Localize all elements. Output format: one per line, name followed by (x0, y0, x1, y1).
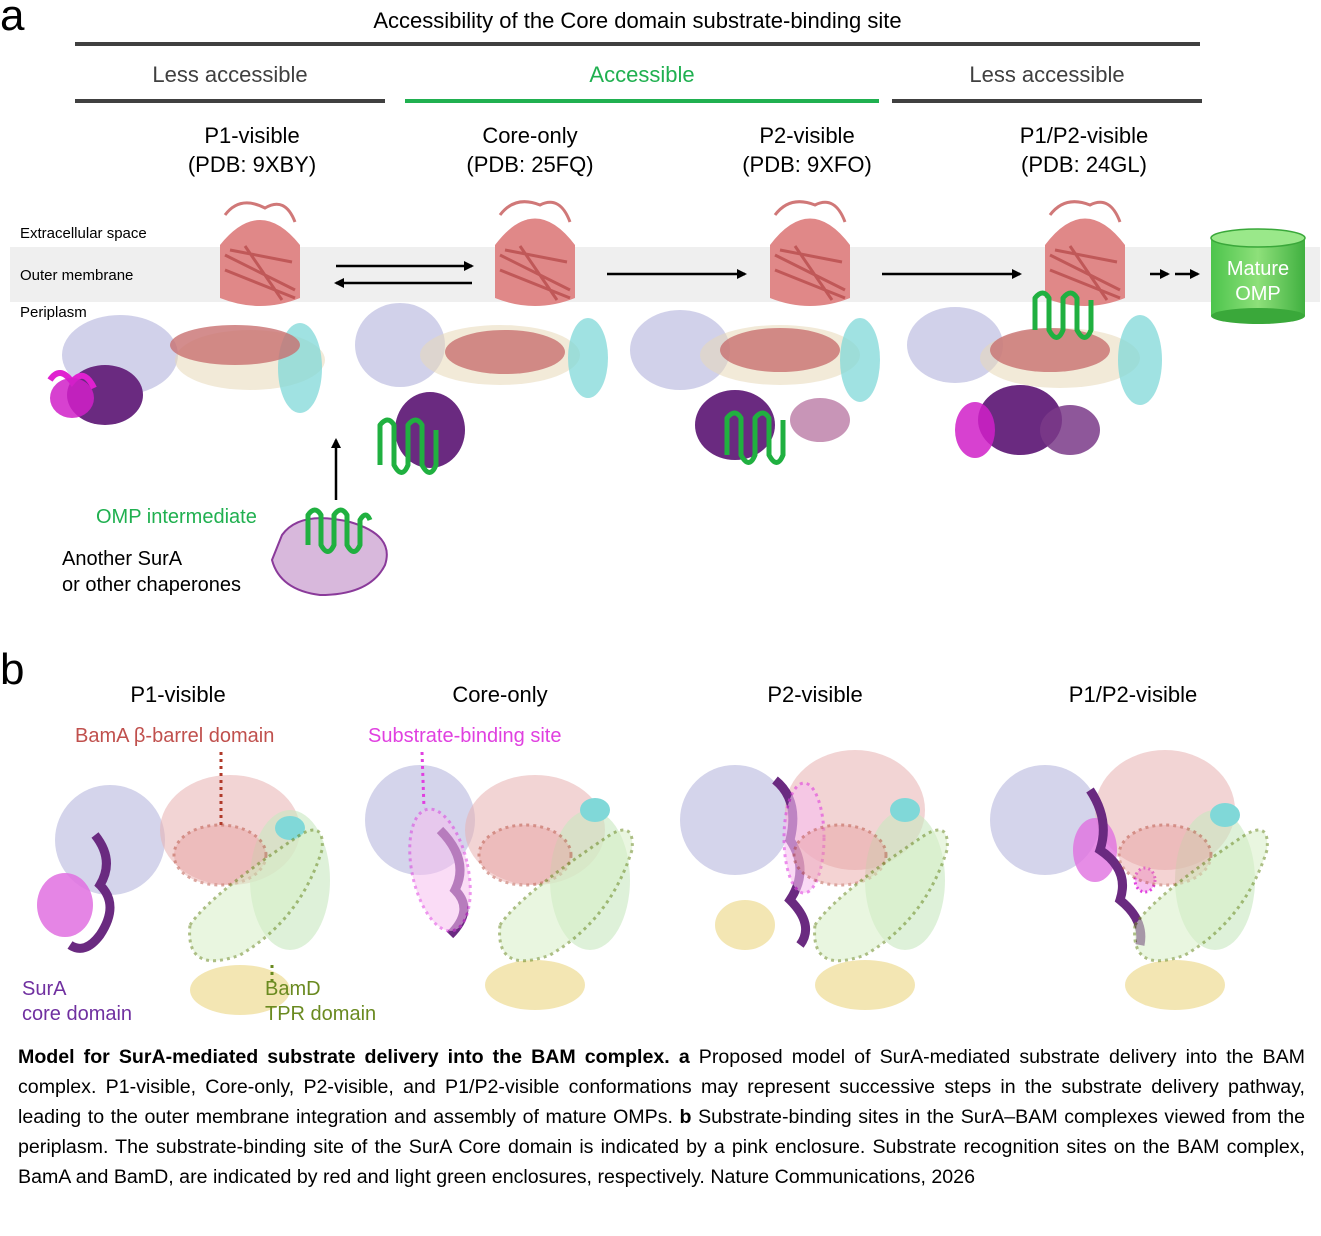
view-p1p2-visible (990, 750, 1269, 1010)
view-p1-visible (37, 752, 330, 1015)
bama-enclosure (477, 823, 573, 887)
bama-label: BamA β-barrel domain (75, 725, 275, 747)
bama-enclosure (172, 823, 268, 887)
panel-b-title-3: P2-visible (767, 682, 863, 707)
segment-bar-3 (892, 99, 1202, 103)
panel-b-letter: b (0, 645, 25, 694)
bama-enclosure (792, 823, 888, 887)
substrate-site-label: Substrate-binding site (368, 725, 562, 747)
mature-omp-cylinder (1210, 228, 1306, 324)
bamd-enclosure (1133, 828, 1269, 963)
panel-a-letter: a (0, 0, 25, 40)
accessibility-header: Accessibility of the Core domain substra… (373, 8, 902, 33)
substrate-site-enclosure (1133, 866, 1157, 894)
caption-a-letter: a (678, 1046, 690, 1068)
conformation-title-3: P2-visible (PDB: 9XFO) (707, 121, 907, 179)
conformation-pdb: (PDB: 24GL) (1021, 152, 1147, 177)
chaperone-label: Another SurA or other chaperones (62, 546, 241, 598)
header-bar (75, 42, 1200, 46)
segment-label-1: Less accessible (152, 62, 308, 87)
conformation-pdb: (PDB: 9XFO) (742, 152, 872, 177)
periplasm-label: Periplasm (20, 304, 87, 321)
substrate-site-leader (420, 751, 426, 809)
complex-p1p2-visible (907, 200, 1162, 458)
panel-b-title-1: P1-visible (130, 682, 226, 707)
outer-membrane-label: Outer membrane (20, 267, 134, 284)
sura-core-label: SurA core domain (22, 977, 132, 1027)
chaperone-line-2: or other chaperones (62, 574, 242, 596)
view-p2-visible (680, 750, 949, 1010)
substrate-site-enclosure (408, 807, 472, 933)
mature-omp-line-1: Mature (1226, 258, 1290, 280)
bamd-line-1: BamD (265, 978, 321, 1000)
mature-omp-line-2: OMP (1235, 283, 1281, 305)
caption-b-text: Substrate-binding sites in the SurA–BAM … (18, 1106, 1305, 1188)
bamd-enclosure (188, 828, 324, 963)
complex-core-only (355, 200, 608, 475)
sura-line-2: core domain (22, 1003, 133, 1025)
conformation-name: P1/P2-visible (1019, 123, 1149, 148)
panel-b-title-2: Core-only (452, 682, 548, 707)
omp-intermediate-shape (305, 507, 373, 554)
omp-intermediate-label: OMP intermediate (96, 506, 257, 528)
view-core-only (365, 751, 634, 1010)
bamd-line-2: TPR domain (265, 1003, 377, 1025)
panel-a-illustration (47, 200, 1306, 597)
conformation-name: P1-visible (204, 123, 300, 148)
conformation-pdb: (PDB: 9XBY) (187, 152, 317, 177)
panel-b-title-4: P1/P2-visible (1068, 682, 1198, 707)
substrate-site-enclosure (782, 781, 826, 895)
extracellular-label: Extracellular space (20, 225, 147, 242)
panel-b-illustration (37, 750, 1269, 1015)
segment-label-2: Accessible (589, 62, 695, 87)
bamd-tpr-label: BamD TPR domain (265, 977, 376, 1027)
conformation-name: Core-only (482, 123, 578, 148)
conformation-title-4: P1/P2-visible (PDB: 24GL) (974, 121, 1194, 179)
complex-p1-visible (47, 201, 325, 425)
segment-bar-2 (405, 99, 879, 103)
bama-enclosure (1117, 823, 1213, 887)
conformation-title-1: P1-visible (PDB: 9XBY) (152, 121, 352, 179)
conformation-title-2: Core-only (PDB: 25FQ) (430, 121, 630, 179)
caption-b-letter: b (679, 1106, 692, 1128)
conformation-name: P2-visible (759, 123, 855, 148)
caption-title: Model for SurA-mediated substrate delive… (18, 1046, 670, 1068)
bamd-enclosure (813, 828, 949, 963)
segment-bar-1 (75, 99, 385, 103)
sura-line-1: SurA (22, 978, 67, 1000)
conformation-pdb: (PDB: 25FQ) (466, 152, 594, 177)
complex-p2-visible (630, 200, 880, 465)
figure-caption: Model for SurA-mediated substrate delive… (18, 1042, 1305, 1192)
chaperone-line-1: Another SurA (62, 548, 183, 570)
mature-omp-label: Mature OMP (1211, 257, 1305, 307)
bamd-enclosure (498, 828, 634, 963)
segment-label-3: Less accessible (969, 62, 1125, 87)
caption-a-text: Proposed model of SurA-mediated substrat… (18, 1046, 1305, 1128)
